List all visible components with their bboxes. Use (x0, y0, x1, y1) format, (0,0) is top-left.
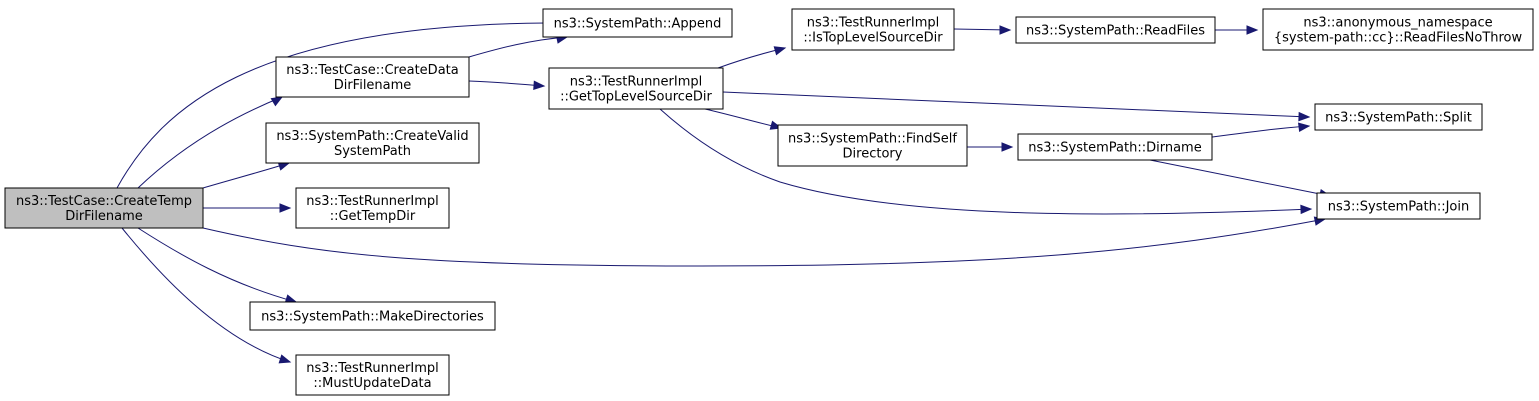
node-make-directories[interactable]: ns3::SystemPath::MakeDirectories (249, 301, 496, 331)
node-box (542, 8, 733, 38)
node-must-update-data[interactable]: ns3::TestRunnerImpl::MustUpdateData (295, 354, 450, 396)
arrowhead-icon (279, 203, 292, 213)
node-label-line: ns3::SystemPath::Split (1325, 111, 1472, 126)
edge-find_self_directory-to-dirname (967, 142, 1014, 152)
node-box (1262, 8, 1534, 51)
node-label-line: ns3::SystemPath::Join (1328, 200, 1469, 215)
edge-read_files-to-read_files_no_throw (1215, 25, 1259, 35)
node-box (275, 56, 470, 98)
node-box (1316, 192, 1481, 220)
node-label-line: ns3::TestRunnerImpl (807, 16, 940, 31)
node-label-line: {system-path::cc}::ReadFilesNoThrow (1274, 31, 1523, 46)
node-get-temp-dir[interactable]: ns3::TestRunnerImpl::GetTempDir (295, 187, 450, 229)
node-label-line: ns3::TestCase::CreateData (286, 63, 458, 78)
nodes-layer: ns3::TestCase::CreateTempDirFilenamens3:… (4, 8, 1534, 396)
edge-create_data_dir_filename-to-get_top_level_source_dir (468, 80, 546, 90)
edge-line (202, 162, 290, 189)
arrowhead-icon (773, 46, 787, 56)
edge-get_top_level_source_dir-to-split (722, 91, 1311, 122)
node-label-line: DirFilename (334, 78, 412, 93)
node-box (1017, 133, 1213, 161)
edge-line (722, 91, 1310, 118)
node-is-top-level-source-dir[interactable]: ns3::TestRunnerImpl::IsTopLevelSourceDir (791, 8, 955, 51)
node-split[interactable]: ns3::SystemPath::Split (1314, 103, 1483, 131)
node-label-line: ns3::TestRunnerImpl (306, 361, 439, 376)
node-box (791, 8, 955, 51)
node-label-line: ns3::TestRunnerImpl (570, 75, 703, 90)
edge-line (704, 108, 782, 129)
node-label-line: DirFilename (65, 209, 143, 224)
node-label-line: ns3::SystemPath::Append (554, 17, 722, 32)
node-label-line: ::IsTopLevelSourceDir (803, 31, 943, 46)
node-append[interactable]: ns3::SystemPath::Append (542, 8, 733, 38)
node-box (548, 67, 724, 110)
node-label-line: ::GetTempDir (330, 209, 416, 224)
edge-create_temp_dir_filename-to-create_valid_system_path (202, 161, 291, 189)
edge-line (468, 36, 568, 58)
arrowhead-icon (1300, 204, 1313, 215)
node-label-line: ns3::SystemPath::MakeDirectories (261, 310, 484, 325)
arrowhead-icon (1001, 142, 1014, 152)
edge-line (137, 96, 283, 189)
edge-line (468, 80, 545, 87)
node-label-line: ns3::SystemPath::CreateValid (276, 129, 468, 144)
arrowhead-icon (999, 25, 1012, 35)
edge-line (116, 22, 547, 189)
node-label-line: ::MustUpdateData (313, 376, 431, 391)
node-label-line: ns3::TestCase::CreateTemp (16, 194, 192, 209)
node-box (1015, 16, 1216, 44)
edge-create_temp_dir_filename-to-make_directories (137, 227, 298, 304)
arrowhead-icon (278, 354, 292, 364)
node-box (295, 187, 450, 229)
edge-create_temp_dir_filename-to-must_update_data (121, 227, 292, 364)
edge-get_top_level_source_dir-to-is_top_level_source_dir (717, 46, 787, 69)
node-label-line: ::GetTopLevelSourceDir (560, 90, 712, 105)
node-join[interactable]: ns3::SystemPath::Join (1316, 192, 1481, 220)
node-box (1314, 103, 1483, 131)
node-box (295, 354, 450, 396)
arrowhead-icon (1298, 111, 1311, 122)
node-box (265, 122, 480, 164)
arrowhead-icon (1246, 25, 1259, 35)
node-label-line: ns3::SystemPath::Dirname (1028, 141, 1201, 156)
edge-line (659, 108, 1312, 215)
edge-line (1149, 159, 1331, 197)
node-label-line: Directory (843, 147, 903, 162)
node-box (249, 301, 496, 331)
node-read-files[interactable]: ns3::SystemPath::ReadFiles (1015, 16, 1216, 44)
edge-line (1211, 125, 1310, 138)
node-dirname[interactable]: ns3::SystemPath::Dirname (1017, 133, 1213, 161)
node-get-top-level-source-dir[interactable]: ns3::TestRunnerImpl::GetTopLevelSourceDi… (548, 67, 724, 110)
node-label-line: ns3::SystemPath::FindSelf (788, 132, 957, 147)
arrowhead-icon (270, 96, 284, 107)
edge-line (121, 227, 291, 363)
node-box (4, 187, 204, 229)
arrowhead-icon (1298, 122, 1311, 132)
edge-get_top_level_source_dir-to-find_self_directory (704, 108, 783, 130)
edge-line (202, 218, 1326, 267)
edge-is_top_level_source_dir-to-read_files (953, 25, 1012, 35)
edge-create_data_dir_filename-to-append (468, 34, 569, 58)
edge-create_temp_dir_filename-to-get_temp_dir (203, 203, 292, 213)
edge-create_temp_dir_filename-to-create_data_dir_filename (137, 96, 284, 189)
node-label-line: ns3::SystemPath::ReadFiles (1026, 24, 1205, 39)
arrowhead-icon (533, 80, 546, 90)
node-box (777, 124, 968, 167)
edge-get_top_level_source_dir-to-join (659, 108, 1313, 215)
edge-dirname-to-join (1149, 159, 1332, 199)
node-label-line: SystemPath (334, 144, 411, 159)
edge-line (137, 227, 297, 303)
node-label-line: ns3::anonymous_namespace (1303, 16, 1492, 31)
node-label-line: ns3::TestRunnerImpl (306, 194, 439, 209)
edge-dirname-to-split (1211, 122, 1311, 138)
node-read-files-no-throw[interactable]: ns3::anonymous_namespace{system-path::cc… (1262, 8, 1534, 51)
